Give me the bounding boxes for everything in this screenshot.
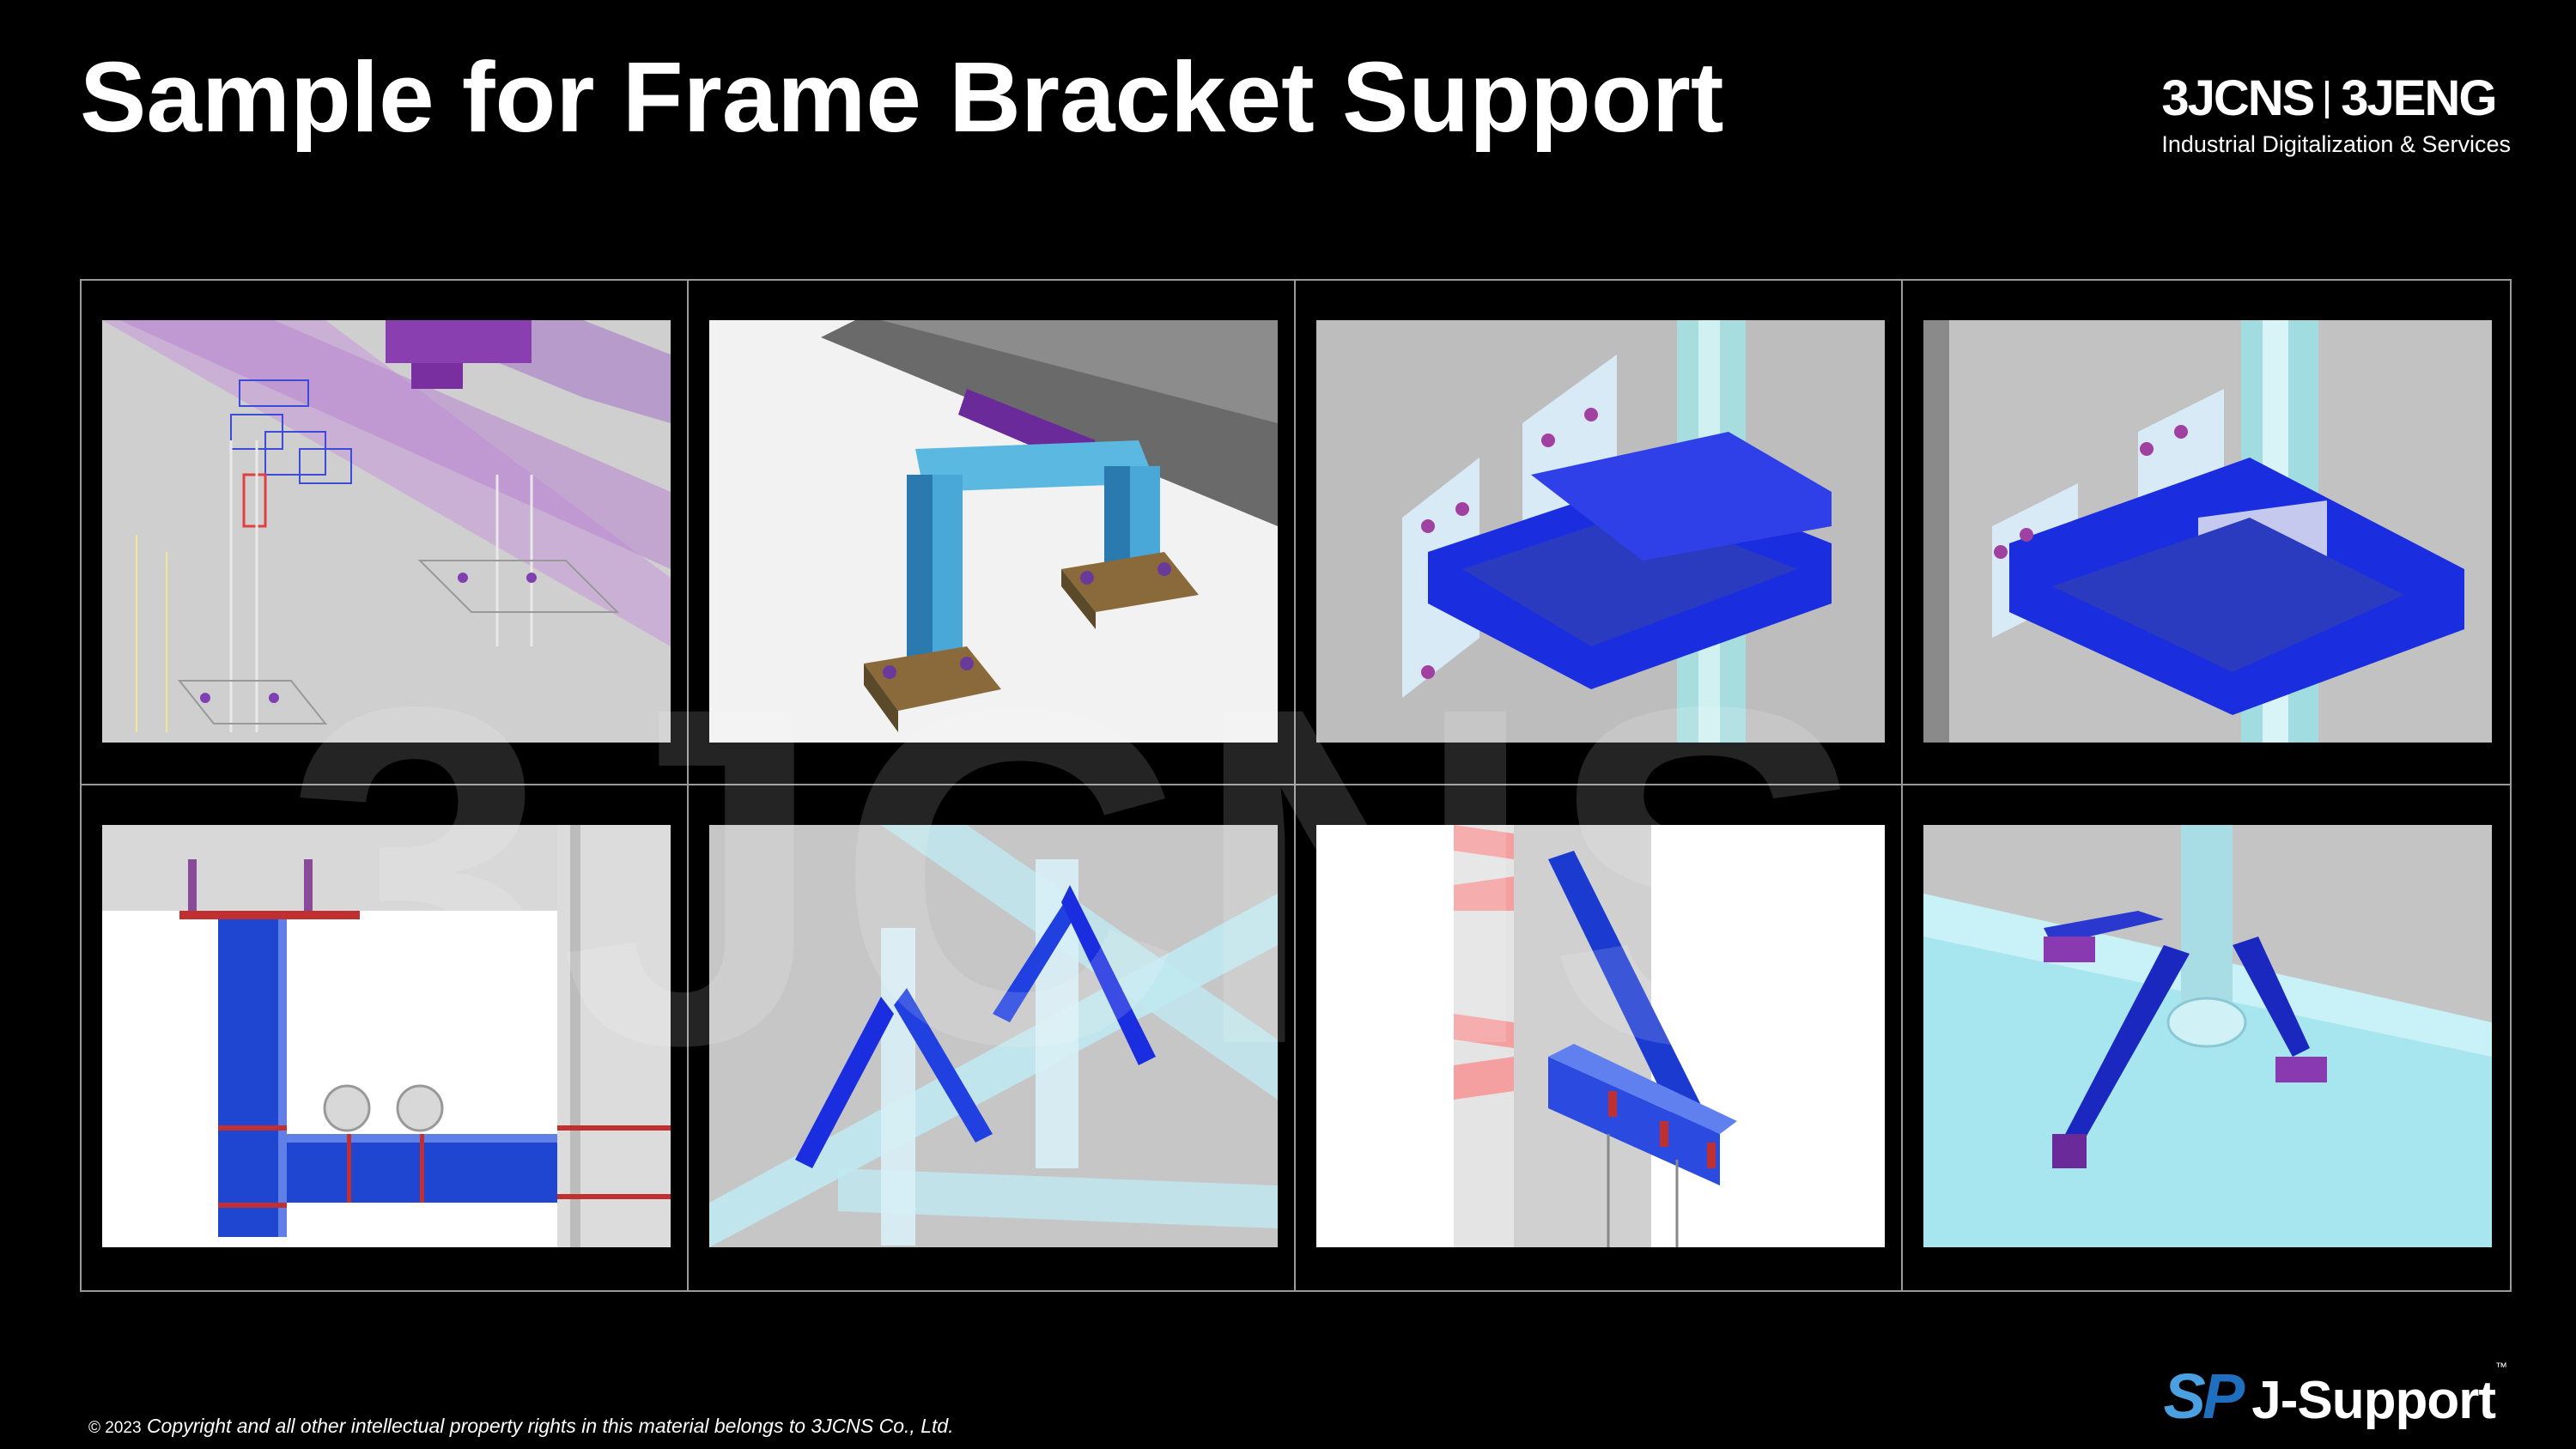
wireframe-pipe-support-icon [102,320,671,743]
grid-cell [1296,785,1903,1290]
grid-cell [689,281,1296,785]
company-logo: 3JCNS 3JENG Industrial Digitalization & S… [2161,72,2511,160]
knee-brace-bracket-icon [1316,825,1885,1247]
ceiling-hung-frame-icon [102,825,671,1247]
column-bracket-frame-icon [1923,320,2492,743]
pipe-mounted-bracket-icon [1923,825,2492,1247]
logo-left: 3JCNS [2161,70,2315,126]
grid-cell [1903,281,2510,785]
grid-cell [82,281,689,785]
grid-cell [1296,281,1903,785]
logo-right: 3JENG [2341,70,2497,126]
copyright-year: © 2023 [88,1419,142,1437]
sp-mark: SP [2163,1361,2245,1432]
image-grid [80,279,2512,1292]
grid-cell [82,785,689,1290]
braced-frame-support-icon [709,825,1278,1247]
wall-bracket-frame-icon [1316,320,1885,743]
brand-name: J-Support [2251,1371,2496,1430]
slide-title: Sample for Frame Bracket Support [80,41,1724,153]
grid-cell [689,785,1296,1290]
logo-tagline: Industrial Digitalization & Services [2161,131,2511,157]
portal-frame-support-icon [709,320,1278,743]
copyright-text: Copyright and all other intellectual pro… [146,1415,954,1437]
trademark-symbol: ™ [2495,1360,2507,1373]
grid-cell [1903,785,2510,1290]
copyright-footer: © 2023 Copyright and all other intellect… [88,1415,954,1438]
logo-separator [2325,81,2330,118]
